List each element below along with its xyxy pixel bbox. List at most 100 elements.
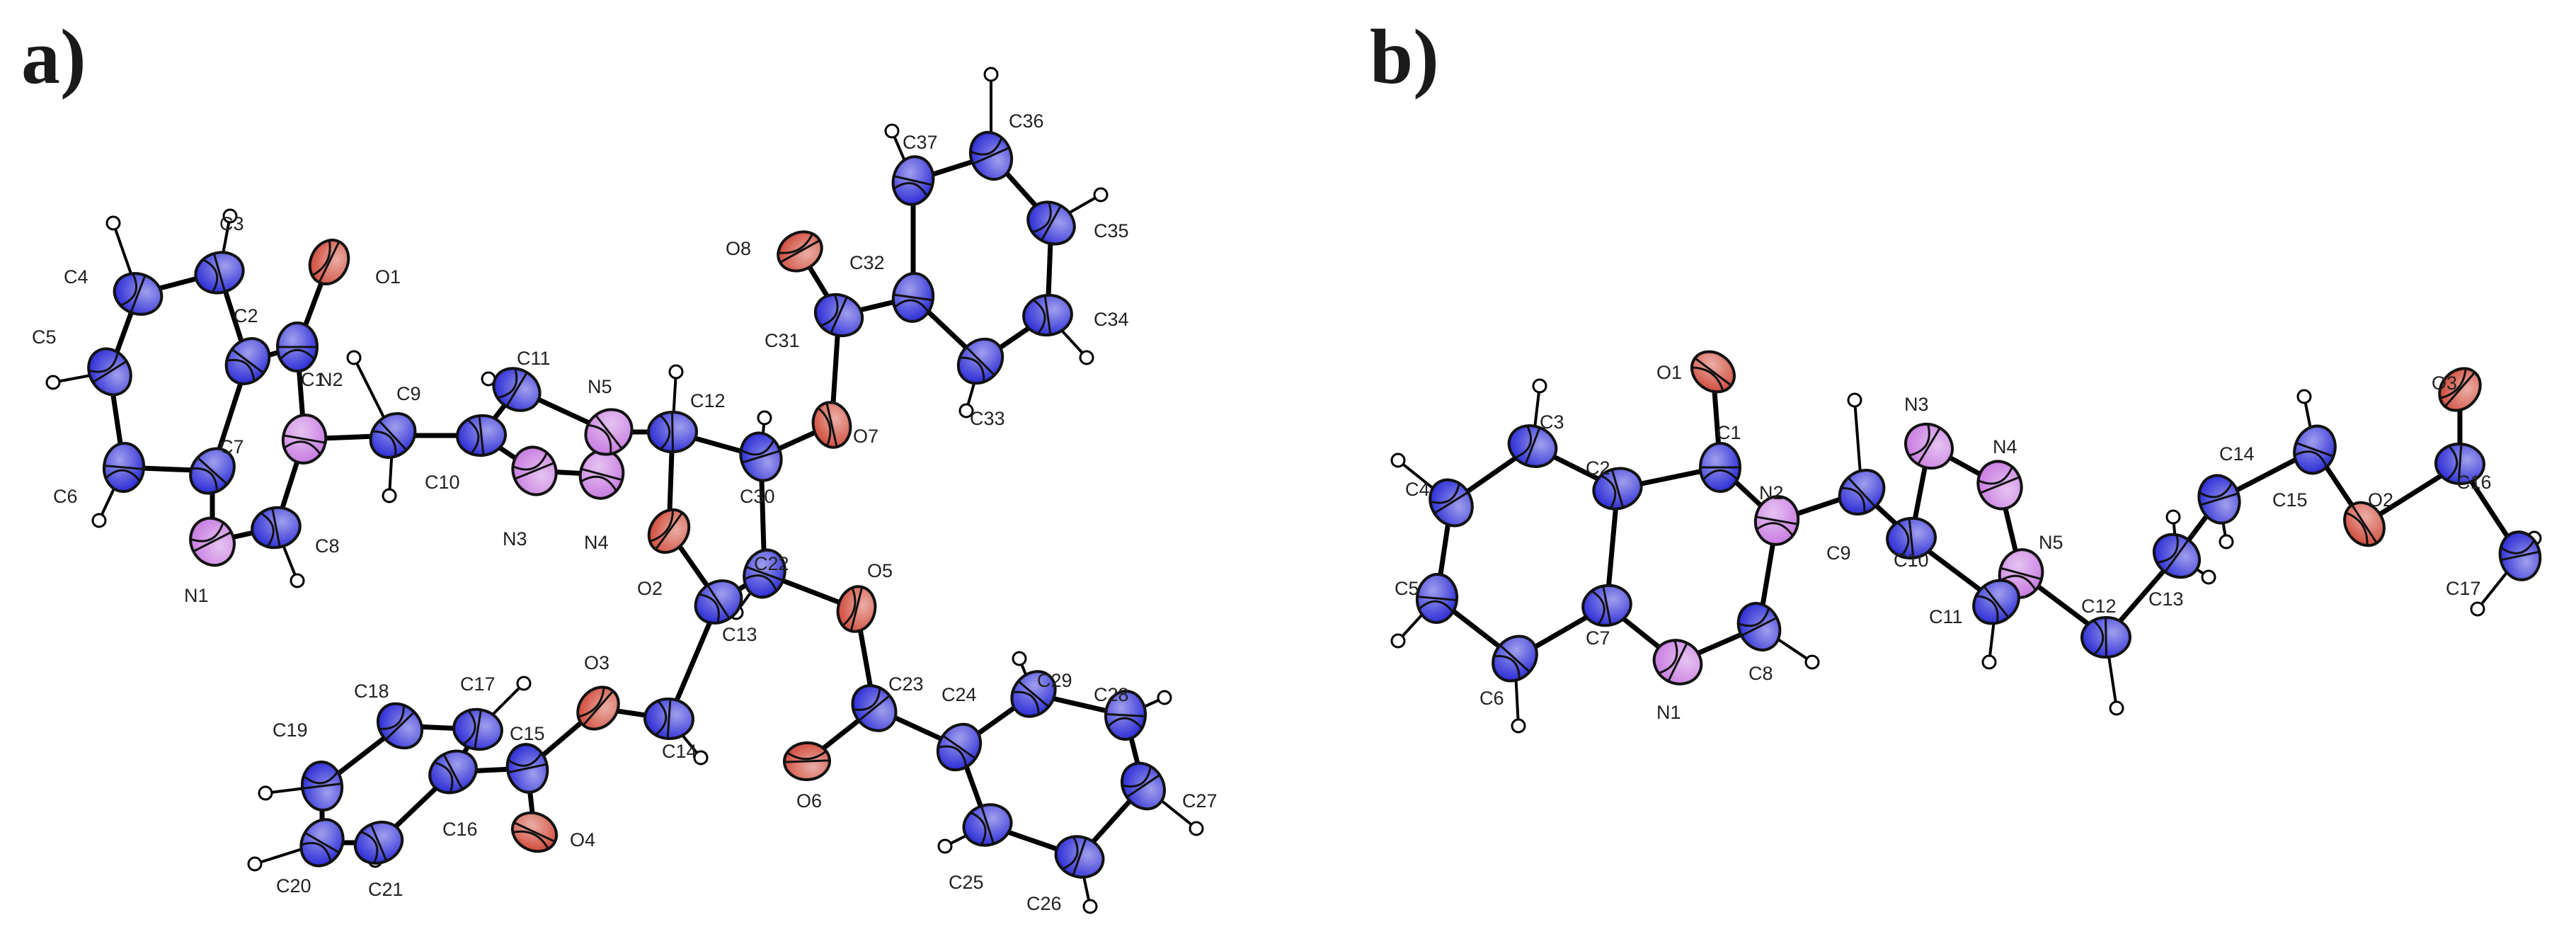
atom-label-c15: C15: [2272, 489, 2308, 511]
atom-n2: [281, 414, 328, 465]
hydrogen-atom: [693, 750, 709, 766]
hydrogen-atom: [1189, 821, 1204, 836]
hydrogen-atom: [105, 215, 121, 231]
hydrogen-atom: [516, 676, 532, 691]
hydrogen-atom: [1157, 690, 1172, 705]
atom-label-c17: C17: [2446, 578, 2481, 599]
atom-label-o5: O5: [867, 560, 893, 581]
hydrogen-atom: [668, 364, 684, 380]
atom-c6: [102, 442, 146, 493]
atom-c8: [1736, 602, 1782, 651]
hydrogen-atom: [1082, 899, 1098, 914]
atom-label-c3: C3: [219, 213, 244, 234]
atom-c28: [1104, 690, 1147, 741]
atom-o3: [576, 685, 620, 731]
atom-o3: [2438, 367, 2482, 412]
atom-label-n4: N4: [584, 532, 609, 553]
atom-c8: [251, 506, 302, 550]
atom-c10: [456, 414, 507, 457]
atom-c34: [1022, 293, 1073, 337]
hydrogen-atom: [222, 208, 238, 224]
atom-c36: [968, 130, 1014, 181]
atom-label-c12: C12: [2081, 596, 2117, 617]
atom-label-n3: N3: [503, 528, 527, 550]
atom-label-n3: N3: [1904, 394, 1929, 415]
atom-label-c36: C36: [1009, 110, 1044, 132]
atom-n3: [1904, 422, 1954, 470]
hydrogen-atom: [1079, 350, 1094, 365]
atom-n1: [189, 516, 236, 567]
atom-c32: [891, 272, 935, 323]
atom-label-n2: N2: [1759, 482, 1784, 503]
atom-label-c30: C30: [740, 486, 775, 507]
atom-label-c8: C8: [1748, 663, 1773, 684]
atom-label-c8: C8: [315, 535, 340, 557]
atom-c12: [2080, 615, 2131, 659]
atom-c26: [1054, 835, 1105, 879]
atom-c24: [936, 722, 983, 772]
atom-label-c9: C9: [1826, 542, 1851, 564]
atom-c4: [113, 272, 164, 316]
atom-label-c11: C11: [1929, 606, 1963, 627]
hydrogen-atom: [247, 856, 263, 872]
atom-label-c6: C6: [53, 486, 78, 507]
atom-c19: [300, 761, 344, 812]
atom-n2: [1753, 495, 1800, 546]
atom-o4: [510, 811, 559, 853]
atom-c15: [505, 743, 549, 794]
atom-c1: [1699, 442, 1741, 493]
atom-label-c25: C25: [949, 872, 984, 893]
atom-c4: [1429, 478, 1474, 528]
atom-label-o1: O1: [375, 266, 401, 288]
hydrogen-atom: [258, 785, 273, 801]
atom-label-o2: O2: [637, 578, 663, 599]
atom-c17: [452, 707, 503, 751]
hydrogen-atom: [2470, 601, 2485, 617]
atom-c27: [1120, 761, 1167, 811]
atom-label-c2: C2: [1586, 457, 1610, 479]
atom-label-o3: O3: [2432, 372, 2457, 394]
atom-c6: [1492, 634, 1538, 683]
atom-n3: [511, 445, 558, 496]
atom-label-n5: N5: [588, 376, 612, 397]
atom-label-c4: C4: [64, 266, 88, 288]
atom-c2: [224, 337, 271, 385]
atom-o2: [2343, 501, 2386, 547]
atom-label-n1: N1: [184, 585, 209, 606]
hydrogen-atom: [1847, 392, 1862, 408]
atom-n1: [1652, 639, 1703, 685]
panel-b-label: b): [1370, 13, 1439, 100]
atom-c22: [743, 548, 786, 599]
atom-label-n1: N1: [1656, 702, 1681, 723]
atom-label-c33: C33: [970, 408, 1005, 429]
hydrogen-atom: [2201, 569, 2216, 585]
hydrogen-atom: [1804, 654, 1820, 670]
hydrogen-atom: [983, 67, 999, 82]
atom-c37: [891, 155, 935, 206]
hydrogen-atom: [1532, 378, 1547, 394]
atom-c12: [647, 410, 698, 454]
atom-c5: [1415, 573, 1459, 624]
atom-c31: [813, 292, 864, 338]
atom-c13: [694, 579, 743, 625]
atom-n5: [584, 408, 634, 456]
atom-label-o6: O6: [796, 790, 822, 812]
atom-label-c5: C5: [32, 326, 57, 348]
atom-label-o1: O1: [1656, 362, 1682, 383]
hydrogen-atom: [346, 350, 362, 365]
atom-label-c22: C22: [754, 553, 789, 574]
atom-c3: [1507, 424, 1558, 468]
atom-label-c34: C34: [1094, 309, 1129, 330]
atom-c7: [189, 447, 236, 495]
atom-label-c10: C10: [425, 472, 460, 493]
atom-label-c13: C13: [2148, 588, 2184, 610]
hydrogen-atom: [884, 123, 900, 139]
atom-c16: [2434, 442, 2485, 486]
atom-c29: [1010, 670, 1057, 718]
atom-label-c2: C2: [234, 305, 258, 326]
atom-label-c1: C1: [1717, 422, 1741, 443]
atom-o6: [783, 741, 831, 782]
hydrogen-atom: [290, 573, 305, 588]
